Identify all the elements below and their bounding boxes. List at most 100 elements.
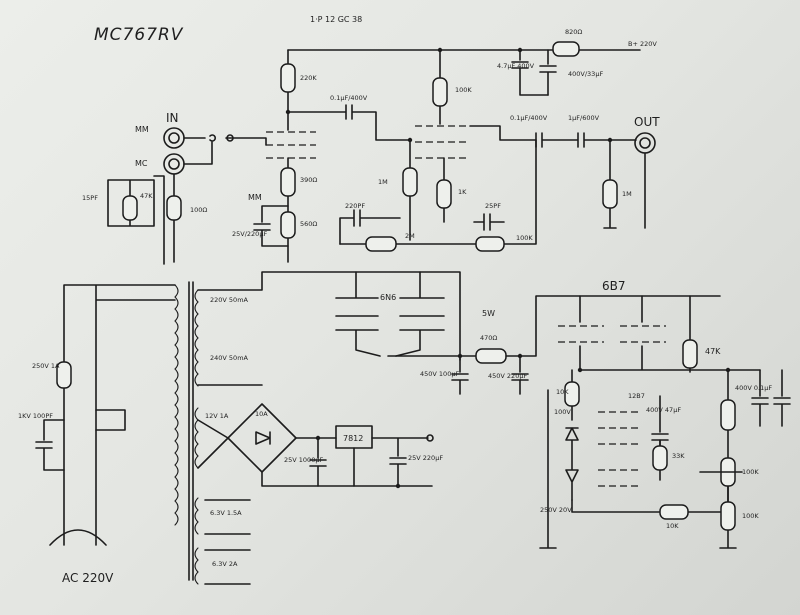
r100k-plate-resistor: [432, 77, 448, 107]
r47k-reg-label: 47K: [705, 347, 721, 356]
input-selector-switch[interactable]: [183, 134, 267, 146]
r10k-a-label: 10K: [556, 388, 569, 396]
mm-jack-label: MM: [135, 125, 149, 134]
r390-label: 390Ω: [300, 176, 317, 184]
r10k-b-resistor: [659, 504, 689, 520]
mc-input-jack[interactable]: [163, 153, 185, 175]
r100-input-label: 100Ω: [190, 206, 207, 214]
r220k-label: 220K: [300, 74, 317, 82]
mains-wiring: [63, 284, 176, 546]
r33k-label: 33K: [672, 452, 685, 460]
r100k-a-label: 100K: [742, 468, 759, 476]
r-watt-label: 5W: [482, 309, 495, 318]
mm-input-jack[interactable]: [163, 127, 185, 149]
r2m-label: 2M: [405, 232, 415, 240]
r1m-out-label: 1M: [622, 190, 632, 198]
bridge-label: 10A: [255, 410, 268, 418]
r2m-resistor: [365, 236, 397, 252]
mc-route: [183, 141, 213, 165]
zener-stack: [565, 427, 579, 501]
transformer-primary: [174, 284, 179, 526]
t63a-label: 6.3V 1.5A: [210, 509, 242, 517]
input-label: IN: [166, 111, 179, 125]
r100k-b-resistor: [720, 501, 736, 531]
c47uf-capacitor: [511, 49, 549, 96]
feedback-line: [339, 139, 537, 245]
r560-resistor: [280, 211, 296, 239]
cap-top-label: 400V 0.1μF: [735, 384, 772, 392]
reg-ground-rail: [539, 389, 557, 549]
r100k-b-label: 100K: [742, 512, 759, 520]
mc-input-jack-inner: [168, 158, 180, 170]
r470-label: 470Ω: [480, 334, 497, 342]
c-couple2-label: 0.1μF/400V: [510, 114, 548, 122]
secondary-63b: [194, 547, 199, 585]
r1m-out-wire: [603, 139, 617, 229]
reg-tube-wiring: [579, 295, 761, 371]
cap-rect-label: 25V 1000μF: [284, 456, 323, 464]
r390-resistor: [280, 167, 296, 197]
secondary-63a: [194, 497, 199, 535]
r47k-reg-resistor: [682, 339, 698, 369]
err-tube-label: 12B7: [628, 392, 645, 400]
r-label-100v: 100V: [554, 408, 571, 416]
switch-snubber-cap: [35, 419, 65, 471]
power-switch[interactable]: [95, 409, 126, 431]
node: [395, 483, 401, 489]
r1m-out-resistor: [602, 179, 618, 209]
header-note: 1·P 12 GC 38: [310, 15, 362, 24]
node: [607, 137, 613, 143]
reg-output: [353, 437, 429, 487]
mains-plug: [49, 529, 107, 546]
node: [285, 109, 291, 115]
r820-label: 820Ω: [565, 28, 582, 36]
secondary-12v: [194, 407, 199, 469]
output-filter-caps: [751, 369, 791, 427]
input-load-network: [107, 175, 165, 265]
cfilter-capacitor: [539, 49, 557, 96]
r560-label: 560Ω: [300, 220, 317, 228]
r47k-input-label: 47K: [140, 192, 153, 200]
input-switch-contact: [226, 134, 234, 142]
t220v-label: 220V 50mA: [210, 296, 249, 304]
r100-input-resistor: [166, 195, 182, 221]
node: [725, 367, 731, 373]
divider-wire: [719, 369, 737, 549]
mc-jack-label: MC: [135, 159, 148, 168]
rect-tube-b: [395, 271, 445, 357]
r470-resistor: [475, 348, 507, 364]
r10k-b-wire: [571, 477, 729, 513]
r100k-fb-label: 100K: [516, 234, 533, 242]
rect-c2-label: 450V 220μF: [488, 372, 527, 380]
r10k-a-resistor: [564, 381, 580, 407]
out-jack[interactable]: [634, 132, 656, 154]
schematic-title: MC767RV: [94, 25, 184, 45]
cfilter-label: 400V/33μF: [568, 70, 603, 78]
c47uf-reg-cap: [651, 395, 669, 471]
cap-reg-label: 25V 220μF: [408, 454, 443, 462]
t240v-label: 240V 50mA: [210, 354, 249, 362]
node: [437, 47, 443, 53]
ac-label: AC 220V: [62, 571, 114, 585]
fuse-label: 250V 1A: [32, 362, 60, 370]
c-out-label: 1μF/600V: [568, 114, 600, 122]
node: [517, 47, 523, 53]
r820-resistor: [552, 41, 580, 57]
out-jack-inner: [639, 137, 651, 149]
c220pf-label: 220PF: [345, 202, 365, 210]
mm-input-jack-inner: [168, 132, 180, 144]
r33k-resistor: [652, 445, 668, 471]
mains-fuse: [56, 361, 72, 389]
c-couple1: [287, 104, 411, 141]
zener-label: 250V 20V: [540, 506, 572, 514]
cathode-bypass-cap: [253, 205, 289, 247]
node: [457, 353, 463, 359]
rect-filter-cap: [309, 437, 327, 487]
r47k-input-resistor: [122, 195, 138, 221]
c25pf-label: 25PF: [485, 202, 501, 210]
output-caps: [469, 125, 637, 148]
rect-cap1: [451, 355, 469, 395]
node: [315, 435, 321, 441]
